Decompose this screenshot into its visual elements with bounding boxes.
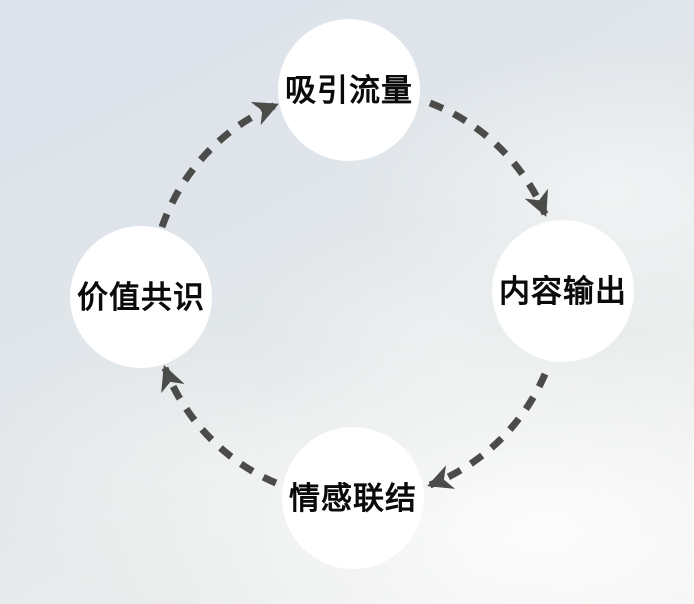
node-label: 情感联结: [289, 480, 417, 516]
arrow-left-to-top: [158, 101, 279, 229]
arrow-right-to-bottom: [427, 372, 549, 489]
arrow-bottom-to-left: [161, 365, 278, 487]
node-attract-traffic: 吸引流量: [278, 19, 420, 161]
node-content-output: 内容输出: [492, 220, 634, 362]
node-label: 吸引流量: [285, 72, 413, 108]
node-label: 价值共识: [77, 279, 205, 315]
node-emotional-connection: 情感联结: [282, 427, 424, 569]
node-value-consensus: 价值共识: [70, 226, 212, 368]
node-label: 内容输出: [499, 273, 627, 309]
arrow-top-to-right: [428, 99, 549, 217]
